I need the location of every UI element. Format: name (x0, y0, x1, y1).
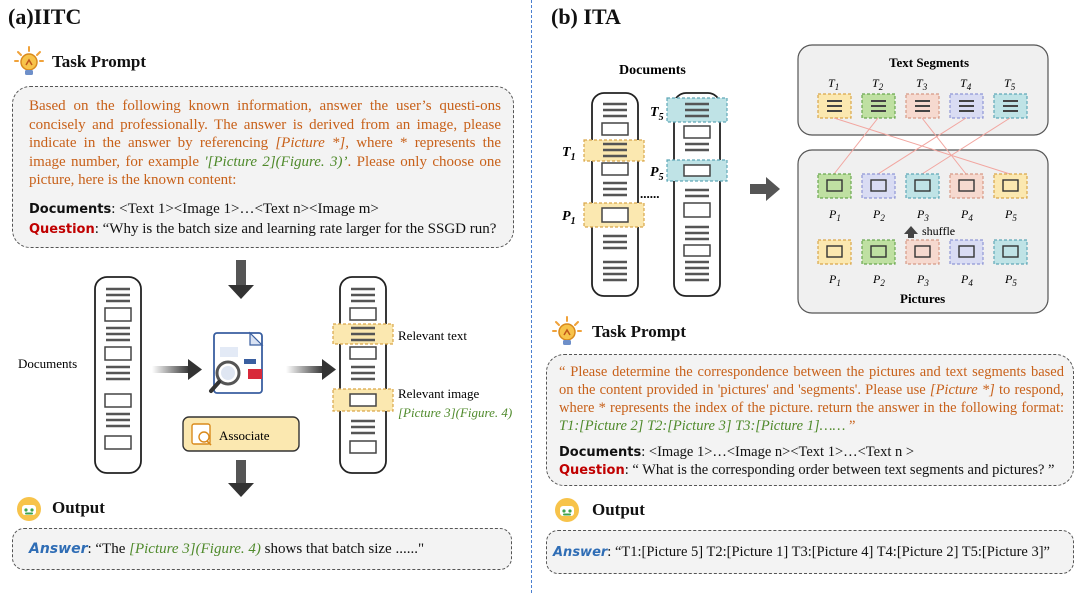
task-prompt-heading: Task Prompt (52, 52, 146, 71)
correspondence-line (833, 117, 879, 175)
shuffled-picture-tile: P3 (905, 173, 940, 223)
segment-label: T1 (828, 76, 839, 92)
segments-layer: T1 T2 T3 T4 T5 (817, 76, 1028, 119)
correspondence-line (877, 117, 967, 175)
ita-prompt-box: “ Please determine the correspondence be… (546, 354, 1074, 486)
ita-doc-column-2 (666, 92, 728, 297)
pictures-box (797, 149, 1049, 314)
document-magnifier-icon (209, 331, 264, 394)
right-arrow-1 (152, 359, 202, 380)
relevant-text-label: Relevant text (398, 328, 467, 343)
iitc-prompt-box: Based on the following known information… (12, 86, 514, 248)
ita-prompt-text: “ Please determine the correspondence be… (559, 364, 1064, 434)
document-column-left (94, 276, 142, 474)
relevant-image-ref: [Picture 3](Figure. 4) (398, 405, 512, 420)
lightbulb-icon-2 (552, 316, 582, 348)
shuffle-arrow-icon (904, 226, 918, 238)
iitc-diagram: Documents Associate (18, 260, 512, 497)
robot-icon-2 (554, 497, 580, 523)
down-arrow-bottom (228, 460, 254, 497)
diagram-documents-label: Documents (18, 356, 77, 371)
lightbulb-icon (14, 46, 44, 78)
segment-label: T2 (872, 76, 884, 92)
doc-ellipsis: ...... (640, 186, 660, 201)
iitc-answer-line: Answer: “The [Picture 3](Figure. 4) show… (29, 541, 425, 557)
picture-tile: P2 (861, 239, 896, 288)
correspondence-line (921, 117, 1011, 175)
correspondence-lines (833, 117, 1011, 175)
document-column-right (332, 276, 394, 474)
iitc-question-line: Question: “Why is the batch size and lea… (29, 221, 497, 237)
iitc-prompt-text: Based on the following known information… (29, 98, 501, 188)
correspondence-line (921, 117, 967, 175)
text-segments-box (797, 44, 1049, 136)
ita-question-line: Question: “ What is the corresponding or… (559, 462, 1055, 478)
iitc-answer-box: Answer: “The [Picture 3](Figure. 4) show… (12, 528, 512, 570)
ita-task-prompt-heading: Task Prompt (592, 322, 686, 341)
iitc-documents-line: Documents: <Text 1><Image 1>…<Text n><Im… (29, 201, 379, 217)
picture-tile: P4 (949, 239, 984, 288)
shuffled-picture-tile: P5 (993, 173, 1028, 223)
panel-divider (531, 0, 532, 593)
picture-tile: P3 (905, 239, 940, 288)
right-arrow-ita (750, 177, 780, 201)
pictures-heading: Pictures (900, 291, 945, 306)
panel-a-title: (a)IITC (8, 4, 82, 29)
associate-label: Associate (219, 428, 270, 443)
segment-label: T4 (960, 76, 972, 92)
shuffle-label: shuffle (922, 224, 955, 238)
text-segment-tile: T4 (949, 76, 984, 119)
text-segment-tile: T2 (861, 76, 896, 119)
segment-label: T5 (1004, 76, 1016, 92)
down-arrow-top (228, 260, 254, 299)
right-arrow-2 (286, 359, 336, 380)
ita-diagram: Documents T1 P1 (562, 44, 1049, 314)
text-segment-tile: T3 (905, 76, 940, 119)
doc-label-t1: T1 (562, 145, 576, 163)
ita-answer-box: Answer: “T1:[Picture 5] T2:[Picture 1] T… (546, 530, 1074, 574)
robot-icon (16, 496, 42, 522)
panel-b-title: (b) ITA (551, 4, 621, 29)
associate-badge: Associate (182, 416, 300, 452)
ita-answer-line: Answer: “T1:[Picture 5] T2:[Picture 1] T… (553, 544, 1050, 560)
text-segment-tile: T5 (993, 76, 1028, 119)
segment-label: T3 (916, 76, 928, 92)
ita-doc-column-1 (583, 92, 645, 297)
doc-label-p1: P1 (562, 209, 576, 227)
ita-documents-line: Documents: <Image 1>…<Image n><Text 1>…<… (559, 444, 915, 460)
shuffled-picture-tile: P2 (861, 173, 896, 223)
ita-documents-heading: Documents (619, 63, 686, 78)
output-heading: Output (52, 498, 105, 517)
doc-label-p5: P5 (650, 165, 664, 183)
relevant-image-label: Relevant image (398, 386, 479, 401)
text-segments-heading: Text Segments (889, 55, 969, 70)
ita-output-heading: Output (592, 500, 645, 519)
text-segment-tile: T1 (817, 76, 852, 119)
doc-label-t5: T5 (650, 105, 664, 123)
